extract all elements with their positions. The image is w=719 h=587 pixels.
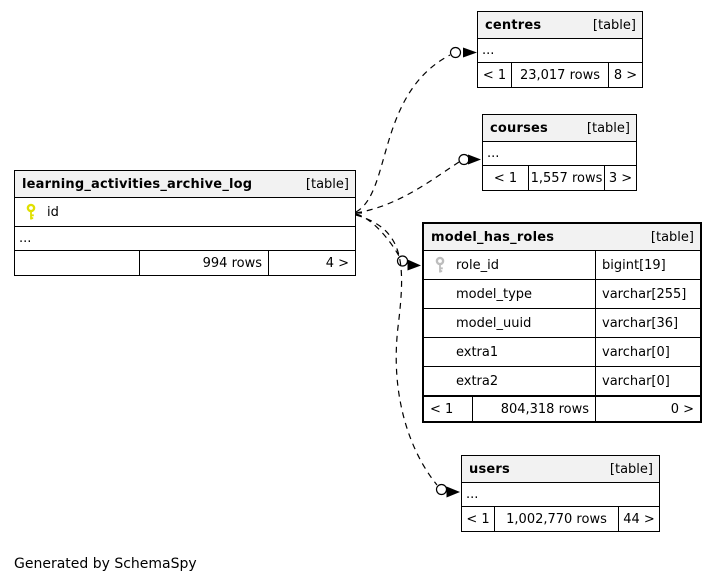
table-type-label: [table] [305, 176, 349, 192]
table-box-users[interactable]: users [table] ... < 1 1,002,770 rows 44 … [461, 455, 660, 532]
table-type-label: [table] [586, 120, 630, 136]
column-name: id [47, 204, 59, 220]
footer-parents-count: 44 > [618, 507, 659, 531]
footer-parents-count: 8 > [608, 63, 642, 87]
table-header[interactable]: courses [table] [483, 115, 636, 142]
table-box-learning_activities_archive_log[interactable]: learning_activities_archive_log [table] … [14, 170, 356, 276]
relationship-line-centres [355, 46, 477, 213]
ellipsis-row: ... [15, 227, 355, 251]
column-type: varchar[0] [595, 338, 700, 366]
table-header[interactable]: learning_activities_archive_log [table] [15, 171, 355, 198]
column-row-extra1: extra1 varchar[0] [424, 338, 700, 367]
table-box-centres[interactable]: centres [table] ... < 1 23,017 rows 8 > [477, 11, 643, 88]
column-name: model_uuid [456, 315, 532, 331]
column-row-id: id [15, 198, 355, 227]
footer-children-count: < 1 [493, 170, 518, 186]
column-type: varchar[36] [595, 309, 700, 337]
footer-children-count: < 1 [482, 67, 507, 83]
column-type: bigint[19] [595, 251, 700, 279]
column-row-model_type: model_type varchar[255] [424, 280, 700, 309]
footer-row-count: 1,557 rows [528, 166, 604, 190]
relationship-line-courses [355, 153, 481, 214]
column-type: varchar[255] [595, 280, 700, 308]
primary-key-icon [15, 203, 47, 221]
footer-row-count: 994 rows [139, 251, 268, 275]
footer-parents-count: 3 > [604, 166, 636, 190]
table-name[interactable]: centres [485, 17, 542, 33]
relationship-line-users [355, 214, 460, 498]
column-name: extra1 [456, 344, 499, 360]
footer-parents-count: 4 > [268, 251, 355, 275]
column-name: extra2 [456, 373, 499, 389]
footer-parents-count: 0 > [595, 397, 700, 421]
table-header[interactable]: model_has_roles [table] [424, 224, 700, 251]
column-type: varchar[0] [595, 367, 700, 395]
generated-by-note: Generated by SchemaSpy [14, 556, 197, 572]
table-header[interactable]: users [table] [462, 456, 659, 483]
table-footer: 994 rows 4 > [15, 251, 355, 275]
column-name: role_id [456, 257, 499, 273]
table-type-label: [table] [650, 229, 694, 245]
footer-row-count: 1,002,770 rows [494, 507, 618, 531]
ellipsis-row: ... [478, 39, 642, 63]
table-footer: < 1 1,557 rows 3 > [483, 166, 636, 190]
table-footer: < 1 804,318 rows 0 > [424, 396, 700, 421]
table-footer: < 1 23,017 rows 8 > [478, 63, 642, 87]
relationship-line-model_has_roles [355, 213, 421, 271]
column-row-model_uuid: model_uuid varchar[36] [424, 309, 700, 338]
table-type-label: [table] [592, 17, 636, 33]
table-header[interactable]: centres [table] [478, 12, 642, 39]
column-row-extra2: extra2 varchar[0] [424, 367, 700, 396]
table-name[interactable]: model_has_roles [431, 229, 555, 245]
table-box-courses[interactable]: courses [table] ... < 1 1,557 rows 3 > [482, 114, 637, 191]
ellipsis-row: ... [483, 142, 636, 166]
table-box-model_has_roles[interactable]: model_has_roles [table] role_id bigint[1… [422, 222, 702, 423]
footer-children-count: < 1 [430, 401, 454, 417]
table-name[interactable]: users [469, 461, 510, 477]
footer-children-count: < 1 [466, 511, 490, 527]
table-name[interactable]: courses [490, 120, 548, 136]
footer-row-count: 804,318 rows [472, 397, 595, 421]
table-name[interactable]: learning_activities_archive_log [22, 176, 253, 192]
table-footer: < 1 1,002,770 rows 44 > [462, 507, 659, 531]
column-name: model_type [456, 286, 533, 302]
ellipsis-row: ... [462, 483, 659, 507]
table-type-label: [table] [609, 461, 653, 477]
foreign-key-icon [424, 256, 456, 274]
column-row-role_id: role_id bigint[19] [424, 251, 700, 280]
footer-children-count [15, 251, 139, 275]
footer-row-count: 23,017 rows [511, 63, 608, 87]
